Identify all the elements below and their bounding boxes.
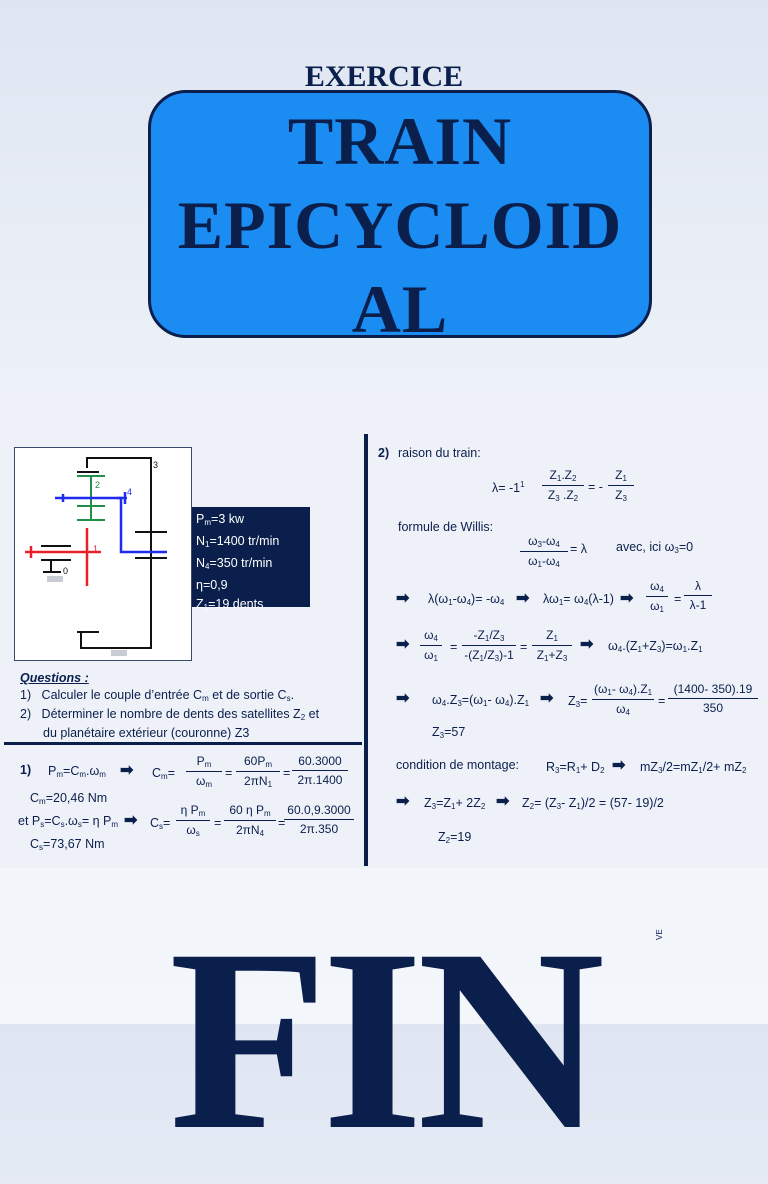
arrow-icon: ➡ <box>396 793 410 810</box>
arrow-icon: ➡ <box>396 636 410 653</box>
r3-z: Z3= <box>568 694 588 709</box>
r2-result: ω4.(Z1+Z3)=ω1.Z1 <box>608 639 703 654</box>
willis-eq: = λ <box>570 542 588 556</box>
data-pm: Pm=3 kw <box>196 512 245 527</box>
arrow-icon: ➡ <box>120 762 134 779</box>
r4-a: Z3=Z1+ 2Z2 <box>424 796 486 811</box>
r1-eq: = <box>674 592 682 606</box>
data-n1: N1=1400 tr/min <box>196 534 280 549</box>
data-z1: Z1=19 dents <box>196 597 264 612</box>
questions-title: Questions : <box>20 671 89 685</box>
r3-a: ω4.Z3=(ω1- ω4).Z1 <box>432 693 530 708</box>
r1-b: λω1= ω4(λ-1) <box>543 592 614 607</box>
arrow-icon: ➡ <box>620 590 634 607</box>
horizontal-divider <box>4 742 362 745</box>
arrow-icon: ➡ <box>516 590 530 607</box>
lambda-eq: = - <box>588 480 603 494</box>
gear-train-svg: 3 2 4 1 0 <box>25 457 167 656</box>
willis-label: formule de Willis: <box>398 520 494 534</box>
r2-eq: = <box>450 640 458 654</box>
arrow-icon: ➡ <box>612 757 626 774</box>
title-line-2: EPICYCLOID <box>177 187 623 263</box>
label-2: 2 <box>95 480 100 490</box>
z2-result: Z2=19 <box>438 830 472 845</box>
label-4: 4 <box>127 487 132 497</box>
z3-result: Z3=57 <box>432 725 466 740</box>
vertical-divider <box>364 434 368 866</box>
r4-b: Z2= (Z3- Z1)/2 = (57- 19)/2 <box>522 796 664 811</box>
given-data-box: Pm=3 kw N1=1400 tr/min N4=350 tr/min η=0… <box>192 507 310 612</box>
cond-m: mZ3/2=mZ1/2+ mZ2 <box>640 760 747 775</box>
willis-avec: avec, ici ω3=0 <box>616 540 694 555</box>
arrow-icon: ➡ <box>496 793 510 810</box>
data-n4: N4=350 tr/min <box>196 556 273 571</box>
cm-lhs: Cm= <box>152 766 176 781</box>
exercise-kicker: EXERCICE <box>304 60 464 93</box>
data-eta: η=0,9 <box>196 578 228 592</box>
cm-result: Cm=20,46 Nm <box>30 791 108 806</box>
title-line-1: TRAIN <box>287 103 513 179</box>
answer-2-num: 2) <box>378 446 390 460</box>
cs-lhs: Cs= <box>150 816 171 831</box>
arrow-icon: ➡ <box>396 590 410 607</box>
arrow-icon: ➡ <box>540 690 554 707</box>
r2-eq2: = <box>520 640 528 654</box>
fin-text: FIN <box>169 896 605 1184</box>
cond-label: condition de montage: <box>396 758 520 772</box>
ps-eq: et Ps=Cs.ωs= η Pm <box>18 814 119 829</box>
arrow-icon: ➡ <box>396 690 410 707</box>
title-box: TRAIN EPICYCLOID AL <box>148 90 652 343</box>
arrow-icon: ➡ <box>580 636 594 653</box>
fin-side-text: VE <box>655 929 664 940</box>
question-2: 2) Déterminer le nombre de dents des sat… <box>20 707 320 722</box>
lambda-lhs: λ= -11 <box>492 480 525 496</box>
label-1: 1 <box>93 544 98 554</box>
cond-r: R3=R1+ D2 <box>546 760 605 775</box>
question-2-cont: du planétaire extérieur (couronne) Z3 <box>43 726 250 740</box>
label-0: 0 <box>63 566 68 576</box>
answer-1-num: 1) <box>20 763 32 777</box>
question-1: 1) Calculer le couple d’entrée Cm et de … <box>20 688 295 703</box>
label-3: 3 <box>153 460 158 470</box>
arrow-icon: ➡ <box>124 812 138 829</box>
answer-1-eq: Pm=Cm.ωm <box>48 764 106 779</box>
r1-a: λ(ω1-ω4)= -ω4 <box>428 592 505 607</box>
r2-frac-2: -Z1/Z3-(Z1/Z3)-1 <box>462 628 516 663</box>
cs-result: Cs=73,67 Nm <box>30 837 105 852</box>
gear-train-diagram: 3 2 4 1 0 <box>14 447 192 661</box>
r3-eq: = <box>658 694 666 708</box>
answer-2-title: raison du train: <box>398 446 481 460</box>
title-line-3: AL <box>351 271 449 347</box>
